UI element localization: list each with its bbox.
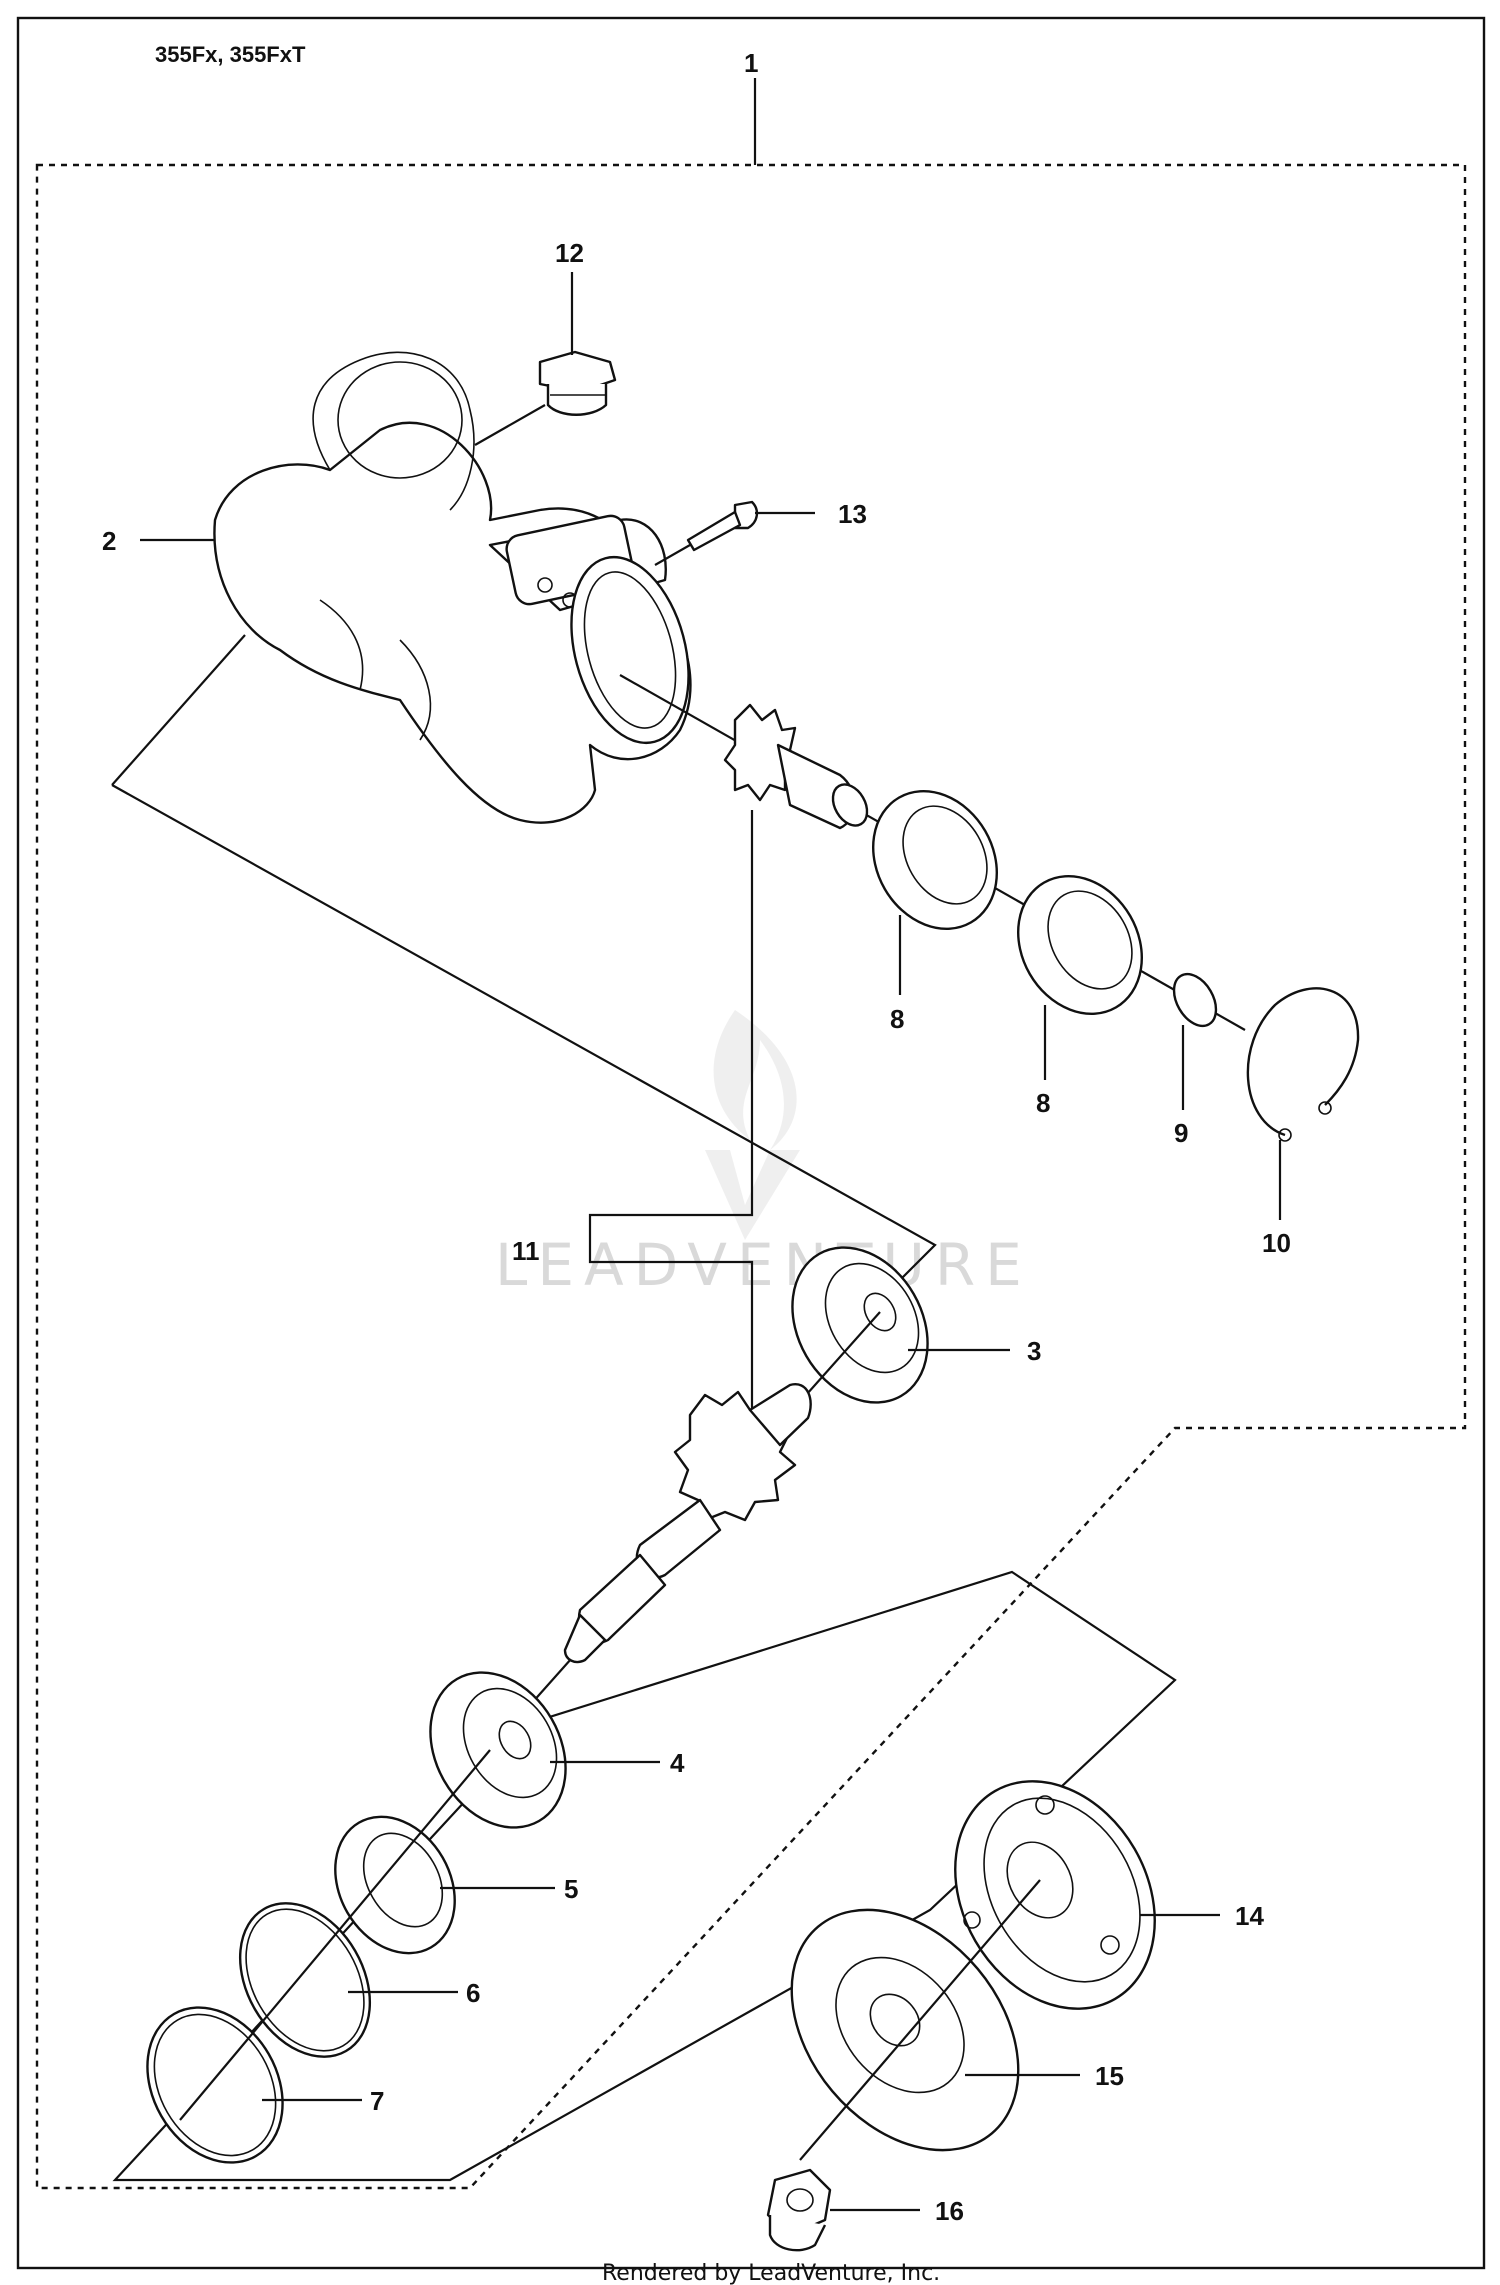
leader-lines	[140, 78, 1282, 2212]
gear-shaft	[489, 1311, 881, 1751]
snap-ring-large	[1246, 987, 1360, 1142]
group-link-line	[111, 634, 246, 786]
bearing-4	[429, 1671, 567, 1829]
callout-13: 13	[838, 499, 867, 529]
thrust-plate-15	[790, 1879, 1041, 2161]
outer-frame	[16, 16, 1486, 2270]
footer-credit: Rendered by LeadVenture, Inc.	[602, 2261, 940, 2285]
group-link-line-2	[111, 784, 937, 1301]
callout-5: 5	[564, 1874, 578, 1904]
snap-ring-small	[1172, 972, 1218, 1028]
washer-6	[238, 1902, 372, 2058]
nut-16	[766, 2168, 832, 2252]
callout-10: 10	[1262, 1228, 1291, 1258]
callout-11-bracket	[588, 810, 754, 1410]
callout-3: 3	[1027, 1336, 1041, 1366]
seal-5	[334, 1815, 456, 1955]
callout-12: 12	[555, 238, 584, 268]
plug-part	[474, 350, 617, 446]
callout-14: 14	[1235, 1901, 1264, 1931]
callout-9: 9	[1174, 1118, 1188, 1148]
callout-8b: 8	[1036, 1088, 1050, 1118]
watermark-text: LEADVENTURE	[495, 1231, 1032, 1299]
callout-16: 16	[935, 2196, 964, 2226]
bearing-ring-8a	[872, 790, 998, 930]
pinion-gear	[619, 674, 1246, 1031]
callout-15: 15	[1095, 2061, 1124, 2091]
callout-8a: 8	[890, 1004, 904, 1034]
assembly-boundary	[35, 163, 1467, 2190]
callout-11: 11	[512, 1236, 540, 1266]
callout-7: 7	[370, 2086, 384, 2116]
screw-part	[654, 500, 759, 566]
bearing-ring-8b	[1017, 875, 1143, 1015]
callout-1: 1	[744, 48, 758, 78]
callout-2: 2	[102, 526, 116, 556]
bearing-3	[791, 1246, 929, 1404]
callout-6: 6	[466, 1978, 480, 2008]
model-label: 355Fx, 355FxT	[155, 42, 306, 67]
circlip-7	[146, 1749, 491, 2164]
callout-4: 4	[670, 1748, 685, 1778]
gear-housing	[213, 351, 692, 824]
